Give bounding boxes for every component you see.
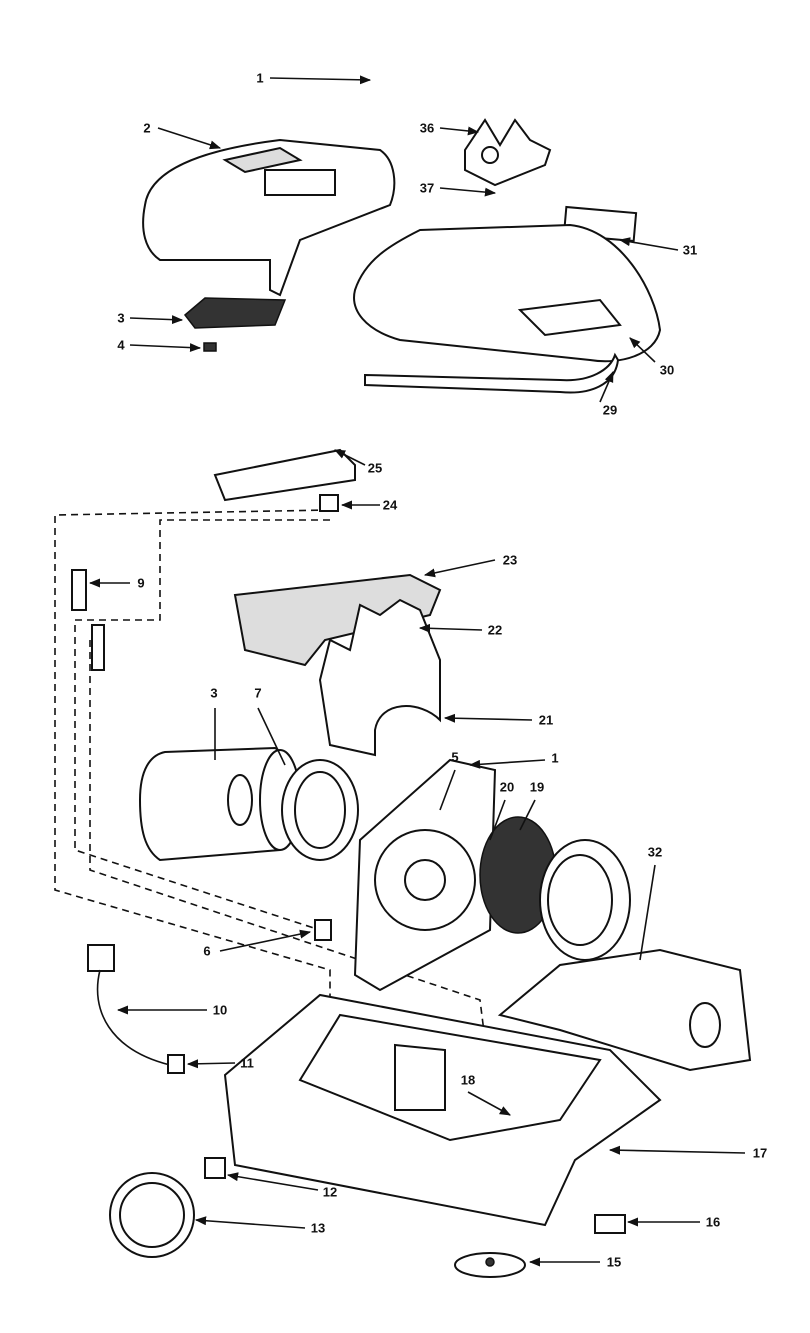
- label-3-motor: 3: [210, 685, 218, 701]
- label-15: 15: [606, 1254, 622, 1270]
- part-24-switch: [319, 494, 339, 512]
- part-8-motor: [138, 746, 301, 862]
- part-13-wheel: [109, 1172, 195, 1258]
- label-12: 12: [322, 1184, 338, 1200]
- part-11-cord-connector: [167, 1054, 185, 1074]
- part-5-fan-housing: [353, 758, 497, 992]
- part-25-switch-cover: [213, 448, 356, 502]
- label-4: 4: [117, 337, 125, 353]
- label-2: 2: [143, 120, 151, 136]
- part-15-caster: [454, 1252, 526, 1278]
- part-16-plug: [594, 1214, 626, 1234]
- part-12-wheel-axle: [204, 1157, 226, 1179]
- label-32: 32: [647, 844, 663, 860]
- label-6: 6: [203, 943, 211, 959]
- label-1-lower: 1: [551, 750, 559, 766]
- label-31: 31: [682, 242, 698, 258]
- label-24: 24: [382, 497, 398, 513]
- part-17-base: [223, 993, 662, 1227]
- part-9-connector: [71, 569, 105, 671]
- label-36: 36: [419, 120, 435, 136]
- part-36-bracket: [464, 118, 552, 187]
- part-2-handle-cover: [142, 138, 396, 297]
- part-7-fan-ring: [281, 759, 359, 861]
- label-29: 29: [602, 402, 618, 418]
- label-25: 25: [367, 460, 383, 476]
- label-18: 18: [460, 1072, 476, 1088]
- part-3-circuit-board: [183, 297, 287, 329]
- label-23: 23: [502, 552, 518, 568]
- label-19: 19: [529, 779, 545, 795]
- label-22: 22: [487, 622, 503, 638]
- part-32-dust-bag: [497, 948, 752, 1072]
- label-3-board: 3: [117, 310, 125, 326]
- label-17: 17: [752, 1145, 768, 1161]
- part-4: [203, 342, 217, 352]
- part-6: [314, 919, 332, 941]
- label-21: 21: [538, 712, 554, 728]
- part-30-lid: [353, 223, 662, 363]
- label-30: 30: [659, 362, 675, 378]
- label-13: 13: [310, 1220, 326, 1236]
- part-10-power-cord: [87, 944, 171, 1066]
- label-7: 7: [254, 685, 262, 701]
- label-1-top: 1: [256, 70, 264, 86]
- label-11: 11: [240, 1055, 254, 1071]
- label-9: 9: [137, 575, 145, 591]
- label-10: 10: [212, 1002, 228, 1018]
- label-5: 5: [451, 749, 459, 765]
- label-16: 16: [705, 1214, 721, 1230]
- part-29-gasket: [364, 352, 620, 394]
- label-37: 37: [419, 180, 435, 196]
- part-wheel-rear: [539, 839, 631, 961]
- leader-lines: [88, 75, 746, 1267]
- part-21-motor-bracket: [318, 598, 441, 757]
- label-20: 20: [499, 779, 515, 795]
